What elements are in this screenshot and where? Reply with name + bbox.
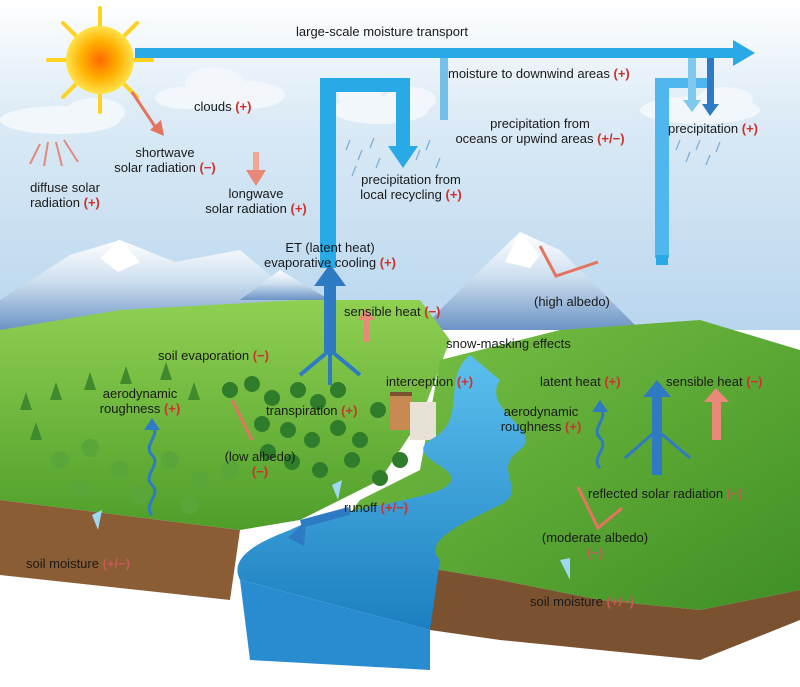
- transpiration-label: transpiration (+): [266, 403, 358, 418]
- river: [237, 355, 526, 630]
- low-albedo-label: (low albedo)(−): [224, 449, 296, 479]
- soil-evaporation-label: soil evaporation (−): [158, 348, 269, 363]
- river-front: [240, 580, 430, 670]
- latent-heat-label: latent heat (+): [540, 374, 621, 389]
- et-arrow: [298, 264, 362, 385]
- sensible-heat-right-label: sensible heat (−): [666, 374, 763, 389]
- sensible-heat-arrows: [358, 308, 729, 440]
- forest: [222, 376, 408, 486]
- precipitation-label: precipitation (+): [668, 121, 758, 136]
- large-scale-arrow: [135, 40, 755, 66]
- ocean-precip-arrow: [440, 58, 448, 120]
- diffuse-rays: [29, 139, 79, 167]
- moderate-albedo-label: (moderate albedo)(−): [541, 530, 649, 560]
- recycling-loop: [320, 78, 418, 268]
- soil-right: [380, 560, 800, 660]
- buildings: [390, 392, 436, 440]
- shortwave-arrow: [130, 91, 164, 136]
- longwave-arrow: [246, 152, 266, 186]
- orchard: [51, 439, 239, 514]
- soil-moisture-right-label: soil moisture (+/−): [530, 594, 635, 609]
- downwind-arrows: [655, 58, 719, 258]
- soil-moisture-drops: [92, 480, 570, 580]
- right-land: [330, 320, 800, 610]
- high-albedo-label: (high albedo): [534, 294, 610, 309]
- interception-label: interception (+): [386, 374, 474, 389]
- reflected-solar-label: reflected solar radiation (−): [588, 486, 744, 501]
- soil-moisture-left-label: soil moisture (+/−): [26, 556, 131, 571]
- sun-icon: [46, 6, 154, 114]
- conifers: [20, 362, 200, 440]
- runoff-label: runoff (+/−): [344, 500, 409, 515]
- soil-left: [0, 500, 240, 600]
- large-scale-moisture-label: large-scale moisture transport: [296, 24, 468, 39]
- moisture-downwind-label: moisture to downwind areas (+): [448, 66, 630, 81]
- albedo-arrows: [230, 245, 623, 531]
- clouds-label: clouds (+): [194, 99, 252, 114]
- downwind-lower: [656, 255, 668, 265]
- latent-heat-arrow: [624, 380, 691, 475]
- snow-masking-label: snow-masking effects: [446, 336, 571, 351]
- rain: [345, 137, 721, 177]
- et-label: ET (latent heat)evaporative cooling (+): [264, 240, 396, 270]
- sensible-heat-left-label: sensible heat (−): [344, 304, 441, 319]
- runoff-arrow: [288, 507, 351, 546]
- roughness-waves: [147, 406, 605, 517]
